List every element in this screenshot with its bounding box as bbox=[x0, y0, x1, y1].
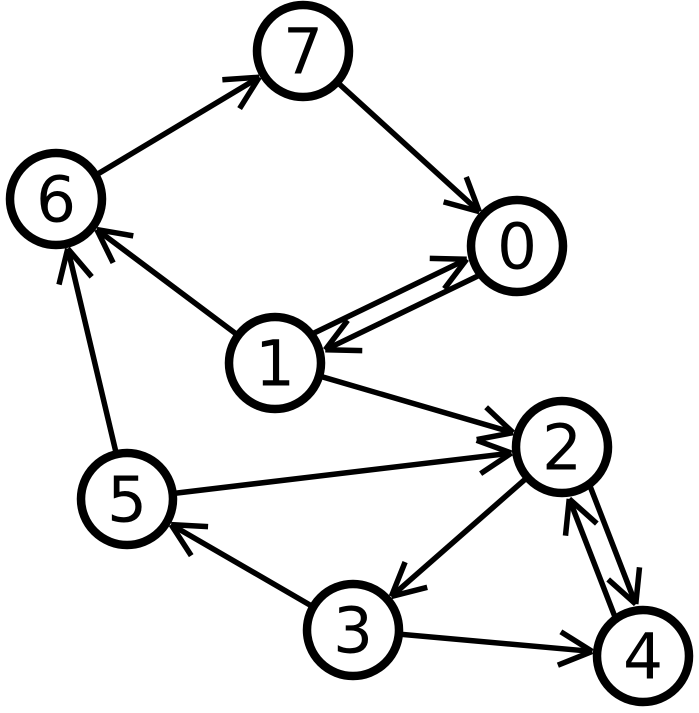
node-circle bbox=[466, 195, 568, 297]
arrowhead-icon bbox=[429, 255, 467, 262]
node-0: 0 bbox=[466, 195, 568, 297]
arrowhead-icon bbox=[559, 629, 594, 654]
node-circle bbox=[511, 396, 613, 498]
node-circle bbox=[252, 0, 354, 102]
arrowhead-icon bbox=[476, 429, 514, 443]
node-circle bbox=[5, 148, 107, 250]
node-layer: 0 1 2 3 4 5 6 7 bbox=[5, 0, 694, 707]
node-label: 2 bbox=[542, 412, 582, 485]
node-label: 4 bbox=[623, 621, 663, 694]
node-circle bbox=[224, 312, 326, 414]
arrowhead-icon bbox=[442, 199, 481, 215]
arrowhead-icon bbox=[388, 561, 408, 598]
edge-layer bbox=[54, 48, 643, 668]
node-label: 7 bbox=[283, 16, 323, 89]
edge-5-2 bbox=[126, 437, 513, 502]
arrowhead-icon bbox=[168, 523, 194, 558]
arrowhead-icon bbox=[463, 176, 482, 213]
node-4: 4 bbox=[592, 605, 694, 707]
arrowhead-icon bbox=[65, 246, 94, 279]
node-label: 5 bbox=[107, 464, 147, 537]
arrowhead-icon bbox=[556, 648, 594, 668]
arrowhead-icon bbox=[325, 347, 363, 354]
edge-line bbox=[126, 450, 512, 502]
arrowhead-icon bbox=[633, 567, 643, 605]
node-label: 6 bbox=[36, 164, 76, 237]
arrowhead-icon bbox=[170, 521, 209, 530]
arrowhead-icon bbox=[562, 498, 572, 536]
node-circle bbox=[302, 579, 404, 681]
node-1: 1 bbox=[224, 312, 326, 414]
arrowhead-icon bbox=[484, 405, 515, 435]
node-circle bbox=[592, 605, 694, 707]
arrowhead-icon bbox=[442, 257, 469, 291]
arrowhead-icon bbox=[94, 228, 116, 264]
node-circle bbox=[76, 448, 178, 550]
node-3: 3 bbox=[302, 579, 404, 681]
arrowhead-icon bbox=[323, 318, 350, 352]
arrowhead-icon bbox=[237, 75, 262, 111]
arrowhead-icon bbox=[56, 247, 71, 286]
arrowhead-icon bbox=[96, 226, 134, 239]
node-7: 7 bbox=[252, 0, 354, 102]
node-label: 3 bbox=[333, 595, 373, 668]
arrowhead-icon bbox=[479, 450, 513, 476]
arrowhead-icon bbox=[606, 577, 638, 607]
node-label: 0 bbox=[497, 211, 537, 284]
arrowhead-icon bbox=[475, 437, 513, 456]
arrowhead-icon bbox=[222, 74, 260, 83]
node-label: 1 bbox=[255, 328, 295, 401]
arrowhead-icon bbox=[567, 496, 599, 526]
node-2: 2 bbox=[511, 396, 613, 498]
arrowhead-icon bbox=[390, 584, 428, 600]
node-5: 5 bbox=[76, 448, 178, 550]
node-6: 6 bbox=[5, 148, 107, 250]
